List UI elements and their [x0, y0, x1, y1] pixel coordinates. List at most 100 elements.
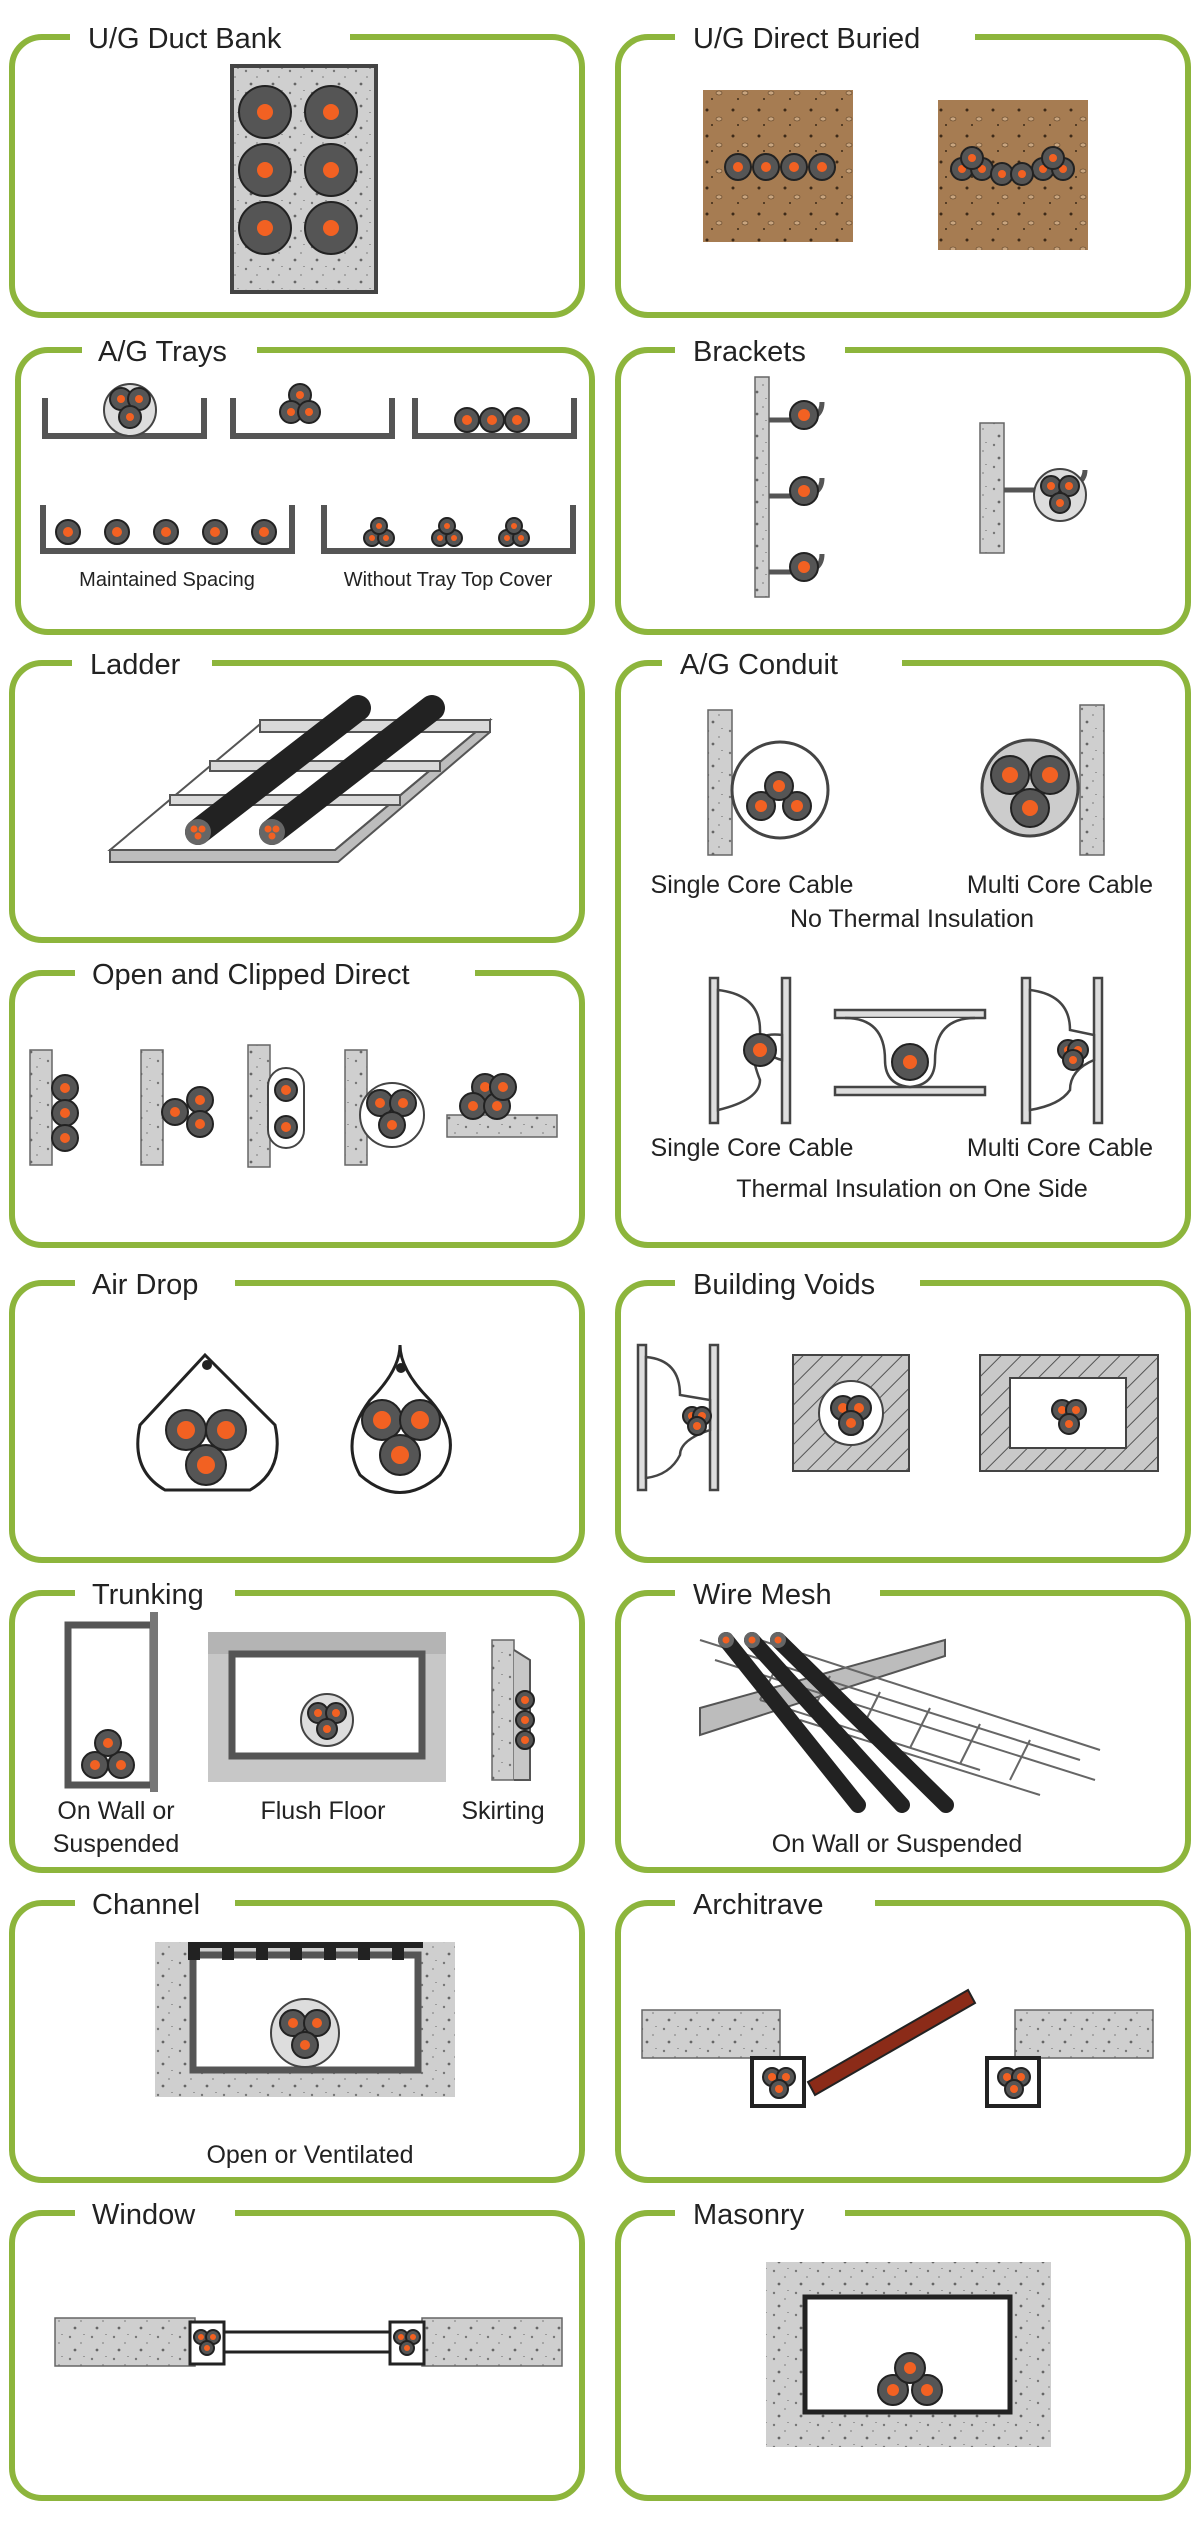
- trefoil-group-cables: [363, 517, 530, 547]
- void-cables: [682, 1395, 1087, 1436]
- cable-core: [775, 2085, 783, 2093]
- panel-brackets: Brackets: [615, 333, 1191, 635]
- cable-core: [305, 408, 313, 416]
- panel-title: Ladder: [90, 649, 181, 681]
- cable-core: [323, 1725, 331, 1733]
- panel-title: Air Drop: [92, 1269, 198, 1301]
- void-wall-mount: [636, 1343, 720, 1492]
- cable-core: [375, 1098, 385, 1108]
- title-bg: [70, 20, 350, 56]
- panel-frame: [15, 347, 595, 635]
- panel-ag-conduit: A/G Conduit Single Core Cable Multi Core…: [615, 646, 1191, 1248]
- panel-title: A/G Trays: [98, 336, 227, 368]
- cable-core: [773, 780, 785, 792]
- cable-core: [903, 1055, 917, 1069]
- ladder-cables: [185, 695, 445, 845]
- cable-core: [210, 527, 220, 537]
- wall-right: [1014, 2009, 1154, 2059]
- conduit-cables-insulated: [743, 1033, 1089, 1081]
- cable-core: [921, 2384, 933, 2396]
- title-bg: [675, 2196, 845, 2232]
- cable-core: [177, 1421, 195, 1439]
- cable-core: [281, 1122, 291, 1132]
- cable-core: [798, 485, 810, 497]
- cable-core: [60, 1083, 70, 1093]
- cable-core: [398, 1098, 408, 1108]
- cable-core: [817, 162, 827, 172]
- cable-core: [204, 2345, 210, 2351]
- cable-core: [1059, 165, 1067, 173]
- ladder-tray-uncovered: [321, 505, 576, 554]
- cable-core: [383, 535, 389, 541]
- cable-core: [387, 1120, 397, 1130]
- cable-core: [257, 104, 273, 120]
- conduit-cables-no-insulation: [746, 755, 1070, 828]
- panel-channel: Channel Open or Ventilated: [9, 1886, 585, 2183]
- cable-core: [161, 527, 171, 537]
- cable-core: [126, 413, 134, 421]
- cable-core: [404, 2345, 410, 2351]
- hanger-hole: [396, 1363, 406, 1373]
- cable-core: [1002, 767, 1018, 783]
- cable-core: [518, 535, 524, 541]
- cable-core: [1022, 800, 1038, 816]
- label-suspended: Suspended: [53, 1830, 180, 1858]
- wall: [979, 422, 1005, 554]
- cable-core: [733, 162, 743, 172]
- panel-ag-trays: A/G Trays Maintained Spacing Without Tra…: [15, 333, 595, 635]
- cable-core: [210, 2334, 216, 2340]
- panel-title: U/G Duct Bank: [88, 23, 282, 55]
- cable-core: [998, 170, 1006, 178]
- panel-title: Architrave: [693, 1889, 824, 1921]
- panel-frame: [9, 1280, 585, 1563]
- cable-core: [487, 415, 497, 425]
- cable-core: [117, 395, 125, 403]
- cable-core: [521, 1696, 529, 1704]
- cable-core: [761, 162, 771, 172]
- cable-core: [838, 1403, 848, 1413]
- masonry-cables: [877, 2352, 943, 2406]
- wall: [1079, 704, 1105, 856]
- label-flush-floor: Flush Floor: [260, 1797, 385, 1825]
- window-cables: [193, 2329, 421, 2356]
- title-bg: [675, 333, 845, 369]
- cable-core: [323, 162, 339, 178]
- cable-core: [791, 800, 803, 812]
- cable-core: [468, 1101, 478, 1111]
- panel-air-drop: Air Drop: [9, 1266, 585, 1563]
- ladder-tray-maintained: [40, 505, 295, 554]
- buried-trefoil-cables: [950, 146, 1075, 186]
- cable-core: [1056, 499, 1064, 507]
- panel-frame: [9, 1590, 585, 1873]
- panel-frame: [615, 1590, 1191, 1873]
- cable-core: [410, 2334, 416, 2340]
- panel-title: A/G Conduit: [680, 649, 838, 681]
- title-bg: [675, 1886, 875, 1922]
- cable-core: [978, 165, 986, 173]
- cable-core: [312, 2018, 322, 2028]
- skirting-trunking: [491, 1639, 531, 1781]
- cable-core: [504, 535, 510, 541]
- ventilated-cover: [188, 1942, 423, 1960]
- cable-core: [437, 535, 443, 541]
- cable-core: [60, 1133, 70, 1143]
- panel-trunking: Trunking On Wall or Suspended Flush Floo…: [9, 1576, 585, 1873]
- cable-core: [281, 1085, 291, 1095]
- panel-title: Masonry: [693, 2199, 805, 2231]
- cable-core: [693, 1422, 701, 1430]
- cable-core: [135, 395, 143, 403]
- cable-core: [1069, 1056, 1077, 1064]
- cable-core: [391, 1446, 409, 1464]
- cable-core: [512, 415, 522, 425]
- cable-core: [288, 2018, 298, 2028]
- cable-core: [332, 1709, 340, 1717]
- wall: [707, 709, 733, 856]
- cable-core: [376, 523, 382, 529]
- panel-ug-direct-buried: U/G Direct Buried: [615, 20, 1191, 318]
- cable-core: [314, 1709, 322, 1717]
- panel-title: Window: [92, 2199, 196, 2231]
- cable-core: [480, 1082, 490, 1092]
- cable-core: [1058, 1406, 1066, 1414]
- cable-core: [369, 535, 375, 541]
- panel-title: Brackets: [693, 336, 806, 368]
